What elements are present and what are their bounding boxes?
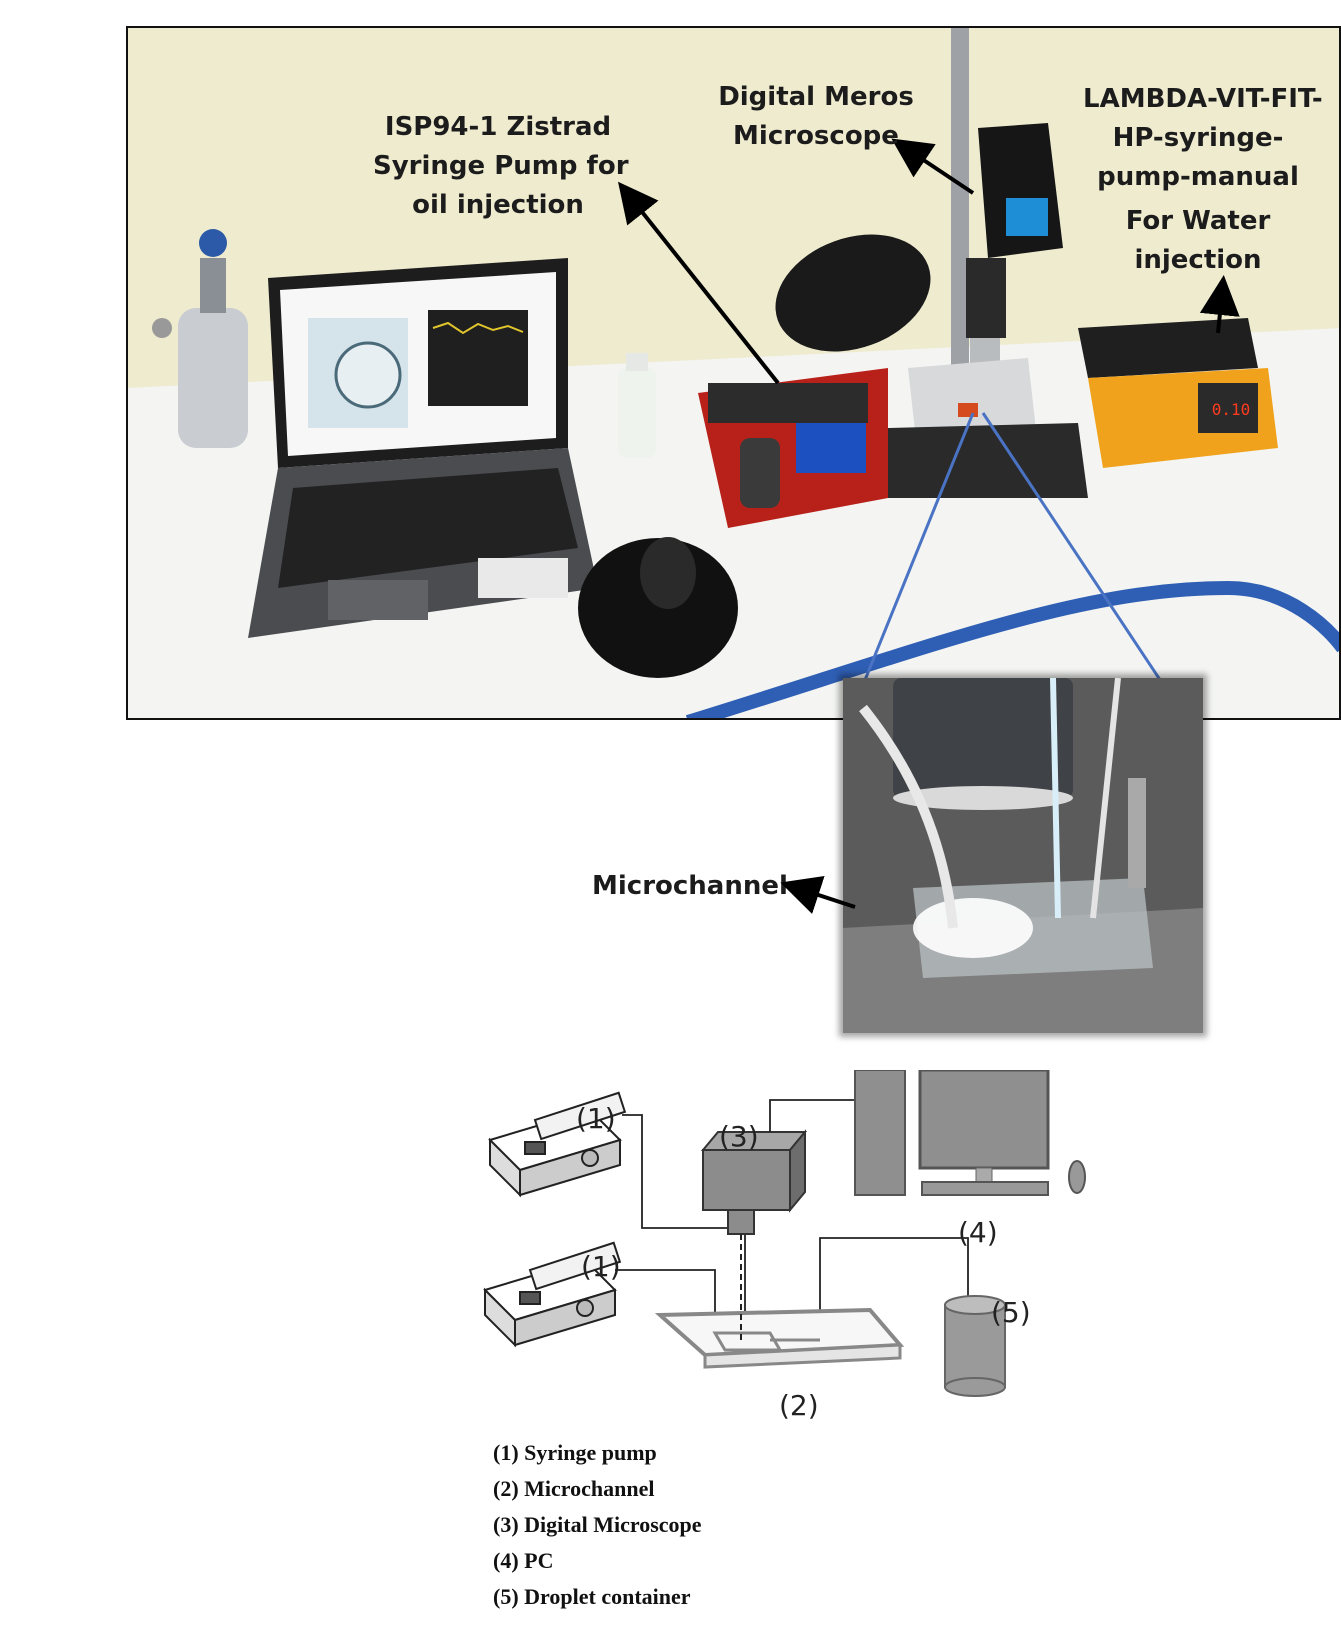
label-water-pump-line3: pump-manual: [1097, 162, 1299, 192]
label-water-pump-line2: HP-syringe-: [1112, 123, 1284, 153]
label-microchannel: Microchannel: [592, 871, 788, 901]
label-water-pump-line1: LAMBDA-VIT-FIT-: [1083, 84, 1323, 114]
label-microchannel-num: (2): [779, 1389, 819, 1422]
label-pump-top: (1): [576, 1102, 616, 1135]
label-water-injection-line1: For Water: [1125, 206, 1271, 236]
arrow-microchannel: [780, 875, 856, 914]
label-microscope-num: (3): [719, 1120, 759, 1153]
syringe-pump-bottom-icon: [483, 1241, 622, 1348]
digital-microscope-icon: [700, 1099, 860, 1340]
label-oil-pump-line3: oil injection: [412, 190, 584, 220]
setup-photo: 0.10 ISP94-1 Zistrad Syringe Pump for oi…: [126, 26, 1341, 720]
droplet-container-icon: [944, 1295, 1006, 1397]
legend-item-syringe-pump: (1) Syringe pump: [493, 1440, 657, 1465]
laptop: [248, 258, 598, 638]
label-oil-pump-line1: ISP94-1 Zistrad: [384, 112, 612, 142]
gas-cylinder: [152, 229, 248, 448]
legend-item-droplet-container: (5) Droplet container: [493, 1584, 691, 1609]
legend-item-microchannel: (2) Microchannel: [493, 1476, 655, 1501]
legend-item-pc: (4) PC: [493, 1548, 554, 1573]
arrow-water-pump: [1199, 275, 1240, 334]
label-oil-pump: ISP94-1 Zistrad Syringe Pump for oil inj…: [373, 108, 629, 225]
label-pc-num: (4): [958, 1216, 998, 1249]
microchannel-inset-drawing: [843, 678, 1203, 1033]
label-microscope-line2: Microscope: [733, 121, 899, 151]
label-oil-pump-line2: Syringe Pump for: [373, 151, 629, 181]
label-container-num: (5): [991, 1296, 1031, 1329]
label-water-injection: For Water injection: [1083, 202, 1313, 280]
arrow-microscope: [891, 138, 975, 195]
microchannel-inset-photo: [843, 678, 1203, 1033]
oil-syringe-pump: [698, 368, 888, 528]
water-syringe-pump: 0.10: [1078, 318, 1278, 468]
label-microscope: Digital Meros Microscope: [706, 78, 926, 156]
syringe-pump-top-icon: [488, 1091, 627, 1198]
label-water-pump-model: LAMBDA-VIT-FIT- HP-syringe- pump-manual: [1083, 80, 1323, 197]
svg-text:0.10: 0.10: [1212, 400, 1251, 419]
setup-photo-drawing: 0.10: [128, 28, 1339, 718]
mouse-and-pad: [578, 537, 738, 678]
legend-item-microscope: (3) Digital Microscope: [493, 1512, 702, 1537]
pc-icon: [854, 1070, 1086, 1196]
label-pump-bottom: (1): [581, 1250, 621, 1283]
label-water-injection-line2: injection: [1134, 245, 1262, 275]
arrow-oil-pump: [618, 181, 780, 385]
schematic-diagram: [483, 1070, 1086, 1397]
bottle: [618, 353, 656, 458]
label-microscope-line1: Digital Meros: [718, 82, 914, 112]
microchannel-chip-icon: [654, 1307, 905, 1369]
